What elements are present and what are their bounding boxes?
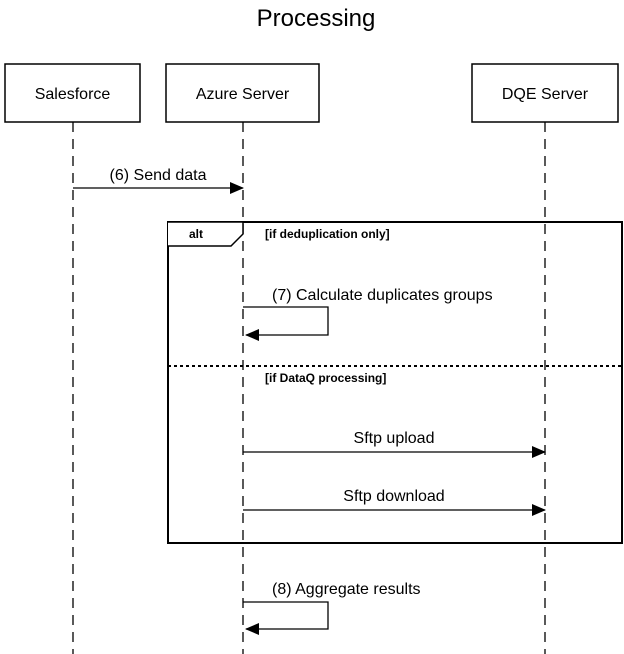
message-calculate-duplicates: (7) Calculate duplicates groups bbox=[243, 287, 493, 341]
fragment-keyword: alt bbox=[189, 227, 203, 241]
message-label: Sftp upload bbox=[354, 430, 435, 447]
participant-salesforce: Salesforce bbox=[4, 63, 141, 123]
participant-azure-server: Azure Server bbox=[165, 63, 320, 123]
diagram-title: Processing bbox=[257, 5, 376, 32]
message-sftp-upload: Sftp upload bbox=[243, 430, 546, 458]
participant-label-salesforce: Salesforce bbox=[35, 86, 111, 103]
fragment-guard-2: [if DataQ processing] bbox=[265, 371, 386, 385]
participant-label-dqe-server: DQE Server bbox=[502, 86, 589, 103]
message-label: (6) Send data bbox=[110, 167, 207, 184]
message-arrow bbox=[243, 601, 329, 635]
message-label: (7) Calculate duplicates groups bbox=[272, 287, 493, 304]
message-arrow bbox=[243, 306, 329, 341]
message-label: (8) Aggregate results bbox=[272, 581, 421, 598]
message-send-data: (6) Send data bbox=[73, 167, 244, 194]
message-label: Sftp download bbox=[343, 488, 444, 505]
message-aggregate-results: (8) Aggregate results bbox=[243, 581, 421, 635]
fragment-guard-1: [if deduplication only] bbox=[265, 227, 390, 241]
fragment-frame bbox=[167, 221, 623, 544]
participant-label-azure-server: Azure Server bbox=[196, 86, 290, 103]
fragment-label-tab bbox=[168, 221, 244, 247]
participant-dqe-server: DQE Server bbox=[471, 63, 619, 123]
alt-fragment: alt [if deduplication only] [if DataQ pr… bbox=[167, 221, 623, 544]
message-sftp-download: Sftp download bbox=[243, 488, 546, 516]
